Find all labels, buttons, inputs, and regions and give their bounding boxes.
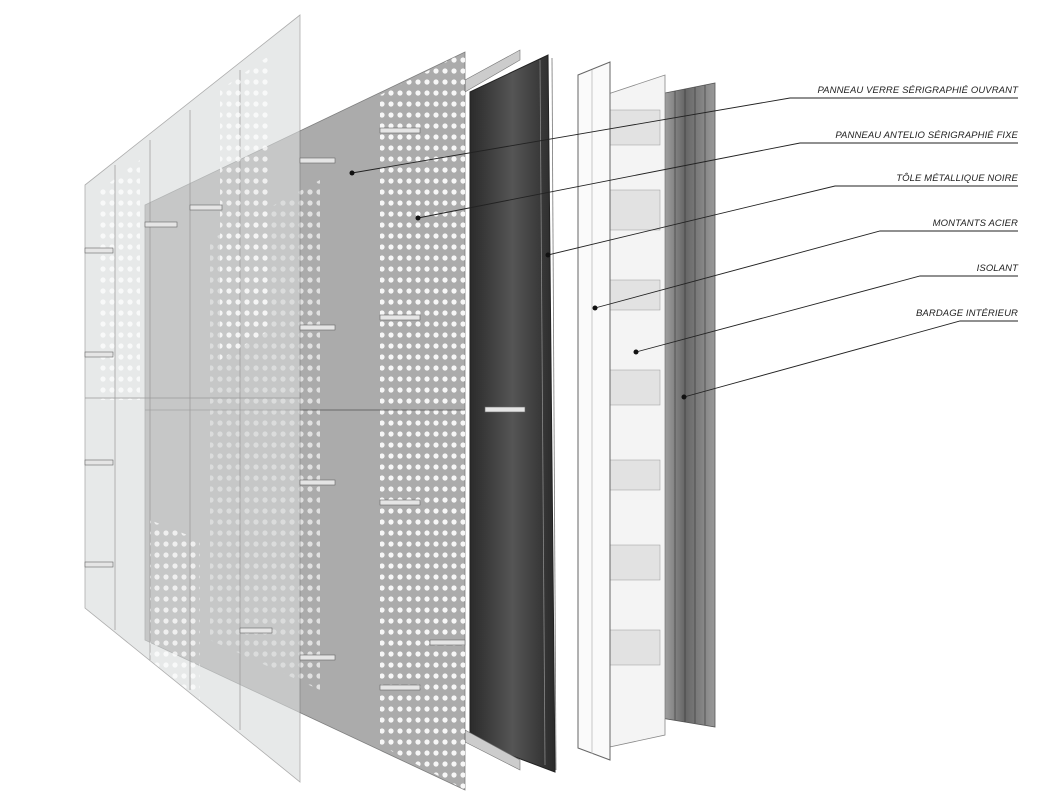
label-interior-cladding: BARDAGE INTÉRIEUR: [916, 308, 1018, 319]
steel-column: [577, 61, 611, 761]
label-steel-studs: MONTANTS ACIER: [932, 218, 1018, 229]
black-metal-sheet: [464, 49, 557, 773]
label-antelio-panel: PANNEAU ANTELIO SÉRIGRAPHIÉ FIXE: [835, 130, 1018, 141]
glass-panel: [84, 14, 301, 783]
interior-cladding: [654, 82, 716, 728]
insulation: [604, 74, 666, 749]
label-glass-panel: PANNEAU VERRE SÉRIGRAPHIÉ OUVRANT: [817, 85, 1018, 96]
label-metal-sheet: TÔLE MÉTALLIQUE NOIRE: [896, 173, 1018, 184]
leader-points: [349, 170, 687, 400]
label-insulation: ISOLANT: [976, 263, 1018, 274]
leader-lines: [351, 97, 1018, 398]
fixing-brackets: [84, 127, 526, 691]
